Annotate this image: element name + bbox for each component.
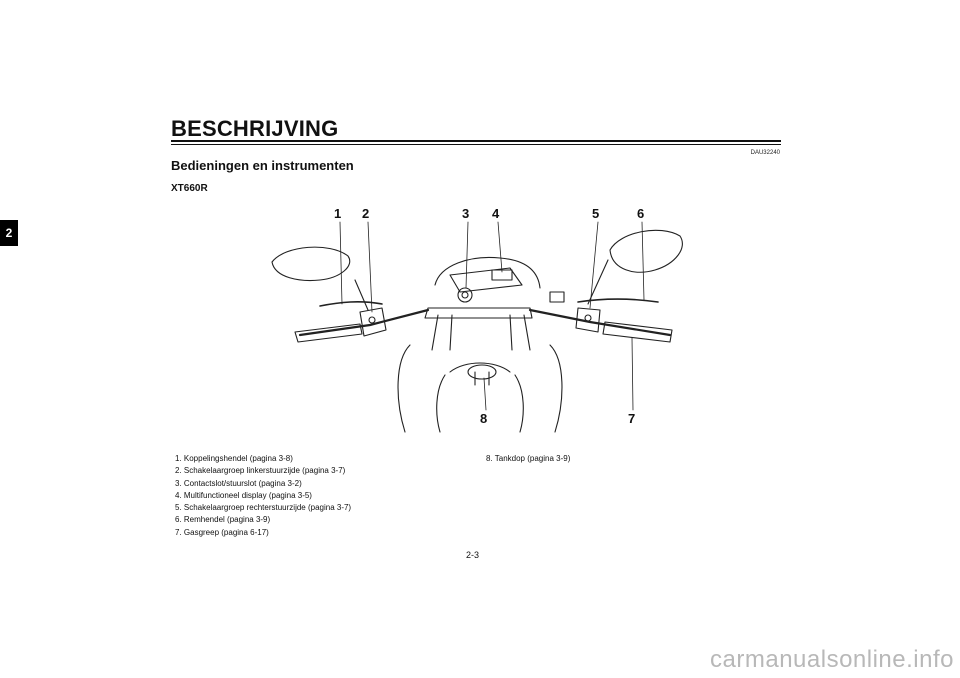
legend-item: 1. Koppelingshendel (pagina 3-8) — [175, 454, 293, 463]
handlebar-illustration — [271, 221, 683, 433]
clutch-lever — [319, 301, 383, 307]
model-label: XT660R — [171, 183, 208, 194]
right-switch — [575, 307, 601, 333]
leader-4 — [497, 221, 503, 273]
triple-clamp — [424, 307, 533, 319]
reservoir — [549, 291, 565, 303]
legend-item: 5. Schakelaargroep rechterstuurzijde (pa… — [175, 503, 352, 513]
right-grip — [602, 321, 673, 343]
chapter-title: BESCHRIJVING — [171, 116, 339, 141]
chapter-tab: 2 — [0, 220, 18, 246]
callout-7: 7 — [628, 411, 636, 426]
leader-5 — [589, 221, 599, 309]
leader-8 — [483, 377, 487, 411]
tank-inner — [436, 374, 524, 433]
title-rule-thin — [171, 144, 781, 145]
legend-item: 4. Multifunctioneel display (pagina 3-5) — [175, 490, 312, 500]
tank-outline-right — [549, 344, 563, 433]
callout-2: 2 — [362, 206, 370, 221]
handlebar — [298, 308, 672, 337]
legend-right: 8. Tankdop (pagina 3-9) — [486, 453, 736, 465]
tank-outline — [397, 344, 411, 433]
legend-item: 3. Contactslot/stuurslot (pagina 3-2) — [175, 478, 302, 488]
right-mirror — [609, 229, 683, 273]
doc-code: DAU32240 — [750, 150, 780, 156]
leader-6 — [641, 221, 645, 301]
page-number: 2-3 — [466, 550, 480, 560]
callout-3: 3 — [462, 206, 470, 221]
callout-6: 6 — [637, 206, 645, 221]
legend-item: 7. Gasgreep (pagina 6-17) — [175, 527, 269, 537]
callout-5: 5 — [592, 206, 600, 221]
tank-top — [449, 362, 511, 373]
callout-4: 4 — [492, 206, 500, 221]
left-mirror — [271, 246, 351, 282]
left-switch — [359, 307, 387, 337]
left-grip — [294, 323, 363, 343]
title-rule-thick — [171, 140, 781, 142]
legend-item: 6. Remhendel (pagina 3-9) — [175, 515, 271, 525]
leader-2 — [367, 221, 373, 313]
left-mirror-stem — [354, 279, 369, 311]
section-title: Bedieningen en instrumenten — [171, 158, 354, 173]
leader-1 — [339, 221, 343, 305]
tank-cap — [467, 364, 497, 380]
fork-right — [509, 314, 531, 351]
brake-lever — [577, 298, 659, 303]
fork-left — [431, 314, 453, 351]
legend-left: 1. Koppelingshendel (pagina 3-8) 2. Scha… — [175, 453, 465, 539]
watermark: carmanualsonline.info — [710, 646, 954, 673]
cowl — [434, 256, 541, 289]
instrument-panel — [449, 267, 523, 293]
ignition — [457, 287, 473, 303]
leader-3 — [465, 221, 469, 289]
callout-8: 8 — [480, 411, 488, 426]
callout-1: 1 — [334, 206, 342, 221]
legend-item: 8. Tankdop (pagina 3-9) — [486, 454, 571, 463]
leader-7 — [631, 337, 634, 411]
legend-item: 2. Schakelaargroep linkerstuurzijde (pag… — [175, 466, 346, 476]
